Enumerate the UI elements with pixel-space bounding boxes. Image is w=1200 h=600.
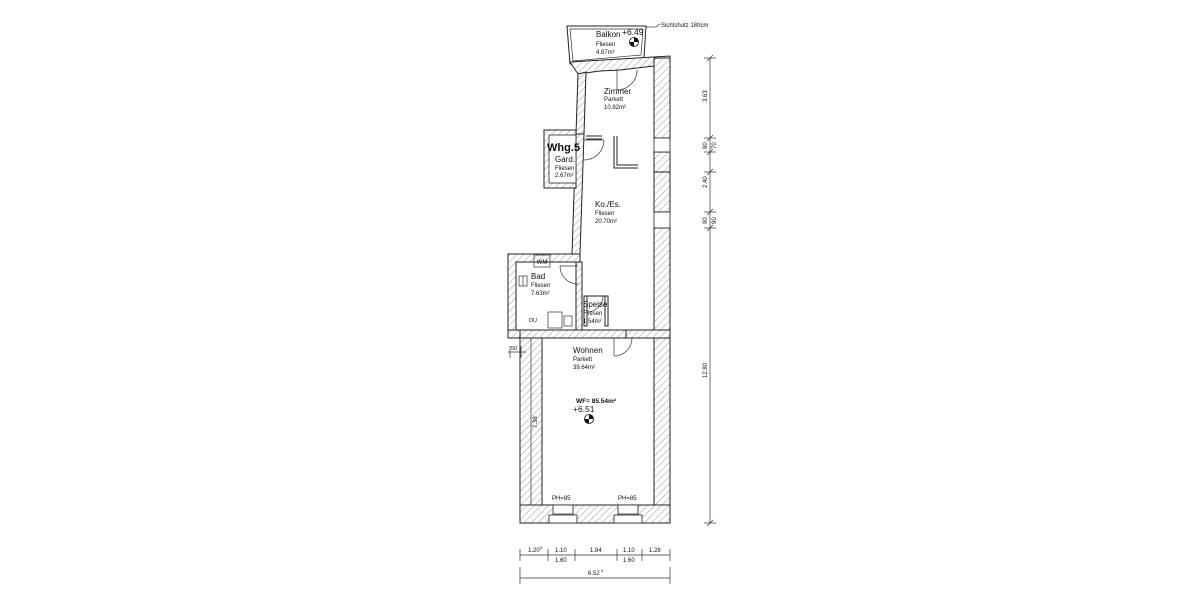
total-area: WF= 85.54m² [576, 398, 617, 405]
svg-text:Fliesen: Fliesen [555, 166, 574, 172]
room-bad: Bad Fliesen 7.63m² [531, 272, 550, 297]
svg-text:+6.49: +6.49 [622, 27, 644, 37]
level-marker-balcony: +6.49 [622, 27, 644, 47]
level-marker-wohnen: +6.51 [573, 404, 595, 424]
room-koes: Ko./Es. Fliesen 20.70m² [595, 200, 621, 225]
svg-text:Fliesen: Fliesen [531, 283, 550, 289]
svg-text:Bad: Bad [531, 272, 545, 281]
parapet-left: PH=85 [552, 496, 571, 502]
svg-text:1.84: 1.84 [590, 548, 602, 554]
svg-text:20.70m²: 20.70m² [595, 219, 617, 225]
svg-text:1.10: 1.10 [623, 548, 635, 554]
shower-label: DU [529, 318, 537, 324]
dim-50: 50 [508, 346, 526, 358]
svg-text:Parkett: Parkett [573, 357, 592, 363]
svg-text:1.10: 1.10 [555, 548, 567, 554]
svg-text:Fliesen: Fliesen [596, 42, 615, 48]
svg-text:5: 5 [540, 545, 543, 550]
svg-text:2.67m²: 2.67m² [555, 173, 574, 179]
room-speise: Speise Fliesen 1.54m² [583, 300, 608, 325]
svg-text:+6.51: +6.51 [573, 404, 595, 414]
svg-text:1.54m²: 1.54m² [583, 319, 602, 325]
dims-bottom: 1.20 5 1.10 1.84 1.10 1.28 1.60 1.60 6.5… [519, 545, 671, 584]
svg-text:Parkett: Parkett [604, 97, 623, 103]
svg-text:3.63: 3.63 [703, 90, 709, 102]
svg-text:80: 80 [703, 142, 709, 149]
svg-text:Balkon: Balkon [596, 30, 620, 39]
dims-right: 3.63 80 70 2.40 90 90 12.80 [703, 54, 718, 527]
room-zimmer: Zimmer Parkett 10.92m² [604, 87, 631, 111]
svg-text:39.64m²: 39.64m² [573, 365, 595, 371]
svg-text:Fliesen: Fliesen [583, 311, 602, 317]
room-gard: Gard. Fliesen 2.67m² [555, 155, 575, 179]
svg-text:90: 90 [703, 217, 709, 224]
svg-text:10.92m²: 10.92m² [604, 105, 626, 111]
dim-wohnen-depth: 7.38 [530, 338, 539, 505]
svg-text:90: 90 [712, 217, 718, 224]
svg-text:5: 5 [601, 568, 604, 573]
svg-text:1.20: 1.20 [528, 548, 540, 554]
room-balkon: Balkon Fliesen 4.87m² [596, 30, 620, 56]
room-wohnen: Wohnen Parkett 39.64m² [573, 346, 603, 371]
svg-text:1.60: 1.60 [555, 558, 567, 564]
svg-text:7.38: 7.38 [533, 416, 539, 428]
wm-label: WM [537, 260, 548, 266]
doors [559, 69, 638, 357]
svg-text:Fliesen: Fliesen [595, 211, 614, 217]
svg-text:4.87m²: 4.87m² [596, 50, 615, 56]
parapet-right: PH=85 [618, 496, 637, 502]
svg-text:2.40: 2.40 [703, 176, 709, 188]
walls [507, 55, 671, 524]
privacy-note: Sichtshutz 180cm [661, 23, 708, 29]
svg-text:12.80: 12.80 [703, 362, 709, 378]
svg-text:Ko./Es.: Ko./Es. [595, 200, 621, 209]
svg-text:6.52: 6.52 [588, 571, 600, 577]
svg-text:7.63m²: 7.63m² [531, 291, 550, 297]
svg-text:Wohnen: Wohnen [573, 346, 603, 355]
svg-text:Speise: Speise [583, 300, 608, 309]
svg-text:Gard.: Gard. [555, 155, 575, 164]
svg-text:1.60: 1.60 [623, 558, 635, 564]
svg-text:Zimmer: Zimmer [604, 87, 631, 96]
windows [548, 137, 671, 524]
unit-label: Whg.5 [547, 142, 580, 154]
svg-text:70: 70 [712, 142, 718, 149]
svg-text:1.28: 1.28 [649, 548, 661, 554]
svg-text:50: 50 [511, 346, 517, 352]
bath-fixtures: WM DU [518, 254, 573, 329]
